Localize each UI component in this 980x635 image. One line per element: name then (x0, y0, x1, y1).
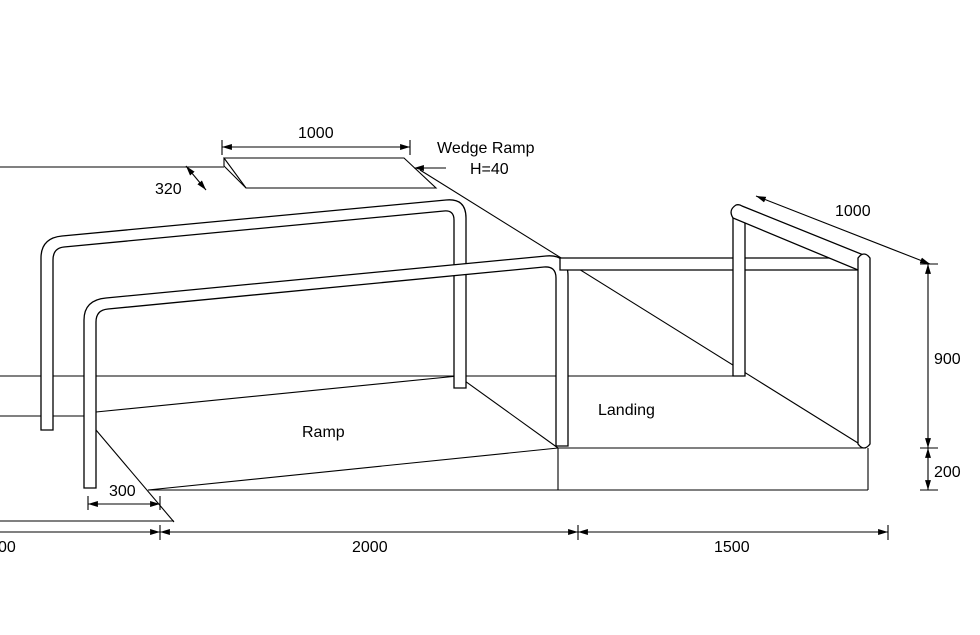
landing-rail-length-label: 1000 (835, 203, 871, 220)
ramp-length-label: 2000 (352, 539, 388, 556)
dimension-wedge-width (185, 165, 207, 191)
wedge-ramp (222, 157, 438, 189)
wedge-length-label: 1000 (298, 125, 334, 142)
handrail-back (40, 199, 467, 431)
dimension-vertical (920, 263, 938, 491)
wedge-height-label: H=40 (470, 161, 509, 178)
landing-label: Landing (598, 402, 655, 419)
dimension-wedge-length (221, 140, 411, 155)
dimension-landing-rail (755, 195, 931, 265)
dimension-rail-extension (87, 496, 161, 510)
handrail-front (83, 255, 569, 489)
rail-height-label: 900 (934, 351, 961, 368)
rail-extension-label: 300 (109, 483, 136, 500)
left-partial-dimension-label: 00 (0, 539, 16, 556)
wedge-width-label: 320 (155, 181, 182, 198)
landing-length-label: 1500 (714, 539, 750, 556)
wedge-ramp-label: Wedge Ramp (437, 140, 535, 157)
dimension-bottom (0, 520, 889, 540)
landing-height-label: 200 (934, 464, 961, 481)
ramp-label: Ramp (302, 424, 345, 441)
